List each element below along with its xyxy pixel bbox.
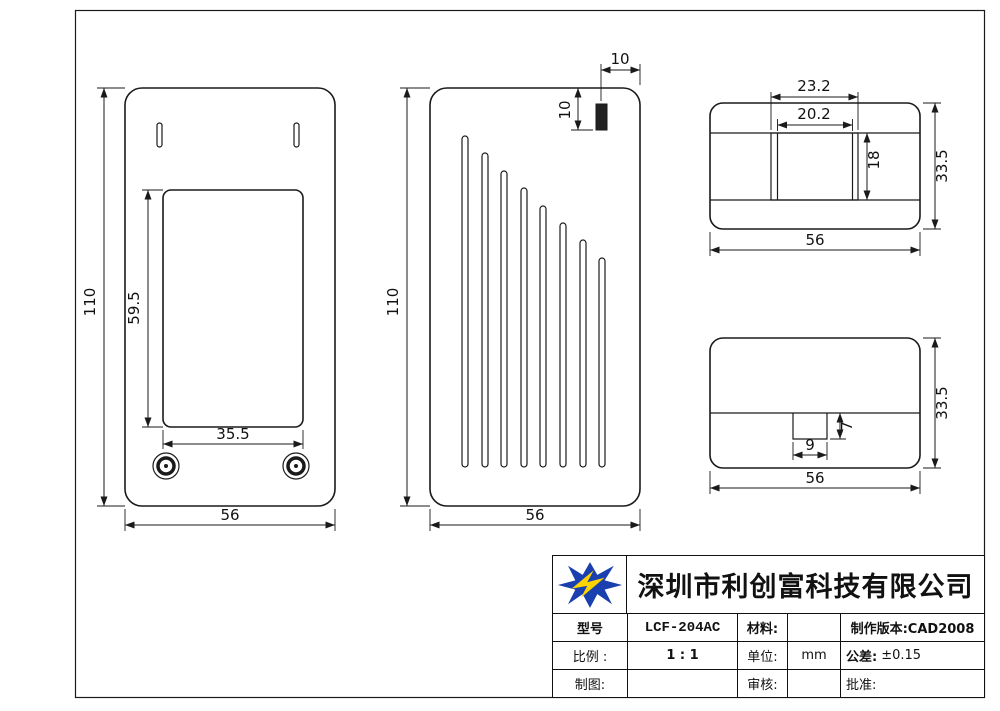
drafter-value	[627, 669, 737, 697]
vent-slot	[559, 222, 567, 468]
extension-lines	[97, 87, 125, 507]
screw-hole-outer	[152, 452, 180, 480]
auditor-value	[787, 669, 840, 697]
dim-front-opening-width: 35.5	[162, 425, 304, 449]
top-outline	[709, 102, 921, 230]
title-block: 深圳市利创富科技有限公司 型号 LCF-204AC 材料: 制作版本:CAD20…	[552, 555, 985, 698]
scale-value: 1 : 1	[627, 641, 737, 669]
material-label: 材料:	[737, 613, 787, 641]
dim-bottom-overall-width: 56	[709, 469, 921, 494]
dim-label: 33.5	[933, 149, 951, 182]
screw-hole-center	[164, 464, 168, 468]
dim-label: 110	[384, 288, 402, 317]
screw-hole-left	[152, 452, 180, 480]
connector-opening	[776, 133, 854, 200]
vent-slot	[500, 170, 508, 468]
vent-slot	[598, 257, 606, 468]
tolerance-value: ±0.15	[881, 648, 922, 663]
dim-label: 10	[556, 100, 574, 119]
front-top-slot-right	[293, 122, 300, 148]
screw-hole-ring	[156, 456, 176, 476]
dim-label: 110	[81, 288, 99, 317]
extension-lines	[400, 87, 430, 507]
top-view	[709, 102, 921, 230]
approver-label: 批准:	[840, 669, 984, 697]
dim-bottom-notch-depth: 7	[830, 412, 856, 440]
company-logo	[553, 556, 627, 613]
dim-label: 59.5	[125, 291, 143, 324]
company-logo-icon	[557, 561, 622, 608]
dim-label: 23.2	[797, 77, 830, 95]
tolerance-label: 公差:	[846, 650, 878, 665]
dim-label: 56	[805, 469, 824, 487]
company-name: 深圳市利创富科技有限公司	[637, 572, 974, 603]
screw-hole-ring	[286, 456, 306, 476]
unit-label: 单位:	[737, 641, 787, 669]
vent-slot	[579, 239, 587, 468]
dim-front-overall-width: 56	[124, 506, 336, 531]
vent-slot	[461, 135, 469, 468]
dim-top-opening-height: 18	[860, 132, 883, 201]
screw-hole-outer	[282, 452, 310, 480]
screw-hole-center	[294, 464, 298, 468]
dim-top-flange-width: 23.2	[770, 77, 859, 130]
top-edge-slot	[595, 103, 608, 131]
dim-top-opening-width: 20.2	[777, 105, 853, 131]
bottom-outline	[709, 337, 921, 469]
dim-label: 9	[805, 436, 815, 454]
dim-front-opening-height: 59.5	[125, 189, 163, 428]
dim-label: 56	[525, 506, 544, 524]
dim-label: 33.5	[933, 386, 951, 419]
tolerance-cell: 公差: ±0.15	[840, 641, 984, 669]
connector-flange	[770, 132, 859, 201]
dim-label: 35.5	[216, 425, 249, 443]
vent-outline	[429, 87, 641, 507]
scale-label: 比例 :	[553, 641, 627, 669]
dim-label: 10	[610, 50, 629, 68]
model-label: 型号	[553, 613, 627, 641]
dim-vent-overall-height: 110	[384, 87, 430, 507]
model-value: LCF-204AC	[627, 613, 737, 641]
dim-bottom-overall-depth: 33.5	[923, 337, 951, 469]
drafter-label: 制图:	[553, 669, 627, 697]
top-face-lines	[710, 132, 920, 201]
front-view	[124, 87, 336, 507]
drawing-frame	[74, 9, 986, 699]
dim-vent-slot-offset: 10	[556, 88, 593, 131]
vent-slot	[520, 187, 528, 468]
vent-slot	[481, 152, 489, 468]
title-block-grid: 型号 LCF-204AC 材料: 制作版本:CAD2008 比例 : 1 : 1…	[553, 613, 984, 697]
extension-lines	[142, 189, 163, 428]
dim-top-overall-width: 56	[709, 231, 921, 256]
bottom-notch	[792, 413, 828, 440]
dim-label: 56	[220, 506, 239, 524]
dim-front-overall-height: 110	[81, 87, 125, 507]
dim-label: 18	[865, 150, 883, 169]
vent-view	[429, 87, 641, 507]
auditor-label: 审核:	[737, 669, 787, 697]
material-value	[787, 613, 840, 641]
dim-label: 20.2	[797, 105, 830, 123]
bottom-view	[709, 337, 921, 469]
dim-vent-slot-width: 10	[600, 50, 641, 101]
dim-top-overall-depth: 33.5	[923, 102, 951, 230]
screw-hole-right	[282, 452, 310, 480]
dim-bottom-notch-width: 9	[792, 436, 828, 460]
front-outline	[124, 87, 336, 507]
title-block-header: 深圳市利创富科技有限公司	[553, 556, 984, 613]
dim-label: 7	[838, 421, 856, 431]
front-opening	[162, 189, 304, 428]
vent-slot	[539, 205, 547, 468]
dim-vent-overall-width: 56	[429, 506, 641, 531]
version-text: 制作版本:CAD2008	[840, 613, 984, 641]
unit-value: mm	[787, 641, 840, 669]
dim-label: 56	[805, 231, 824, 249]
front-top-slot-left	[156, 122, 163, 148]
